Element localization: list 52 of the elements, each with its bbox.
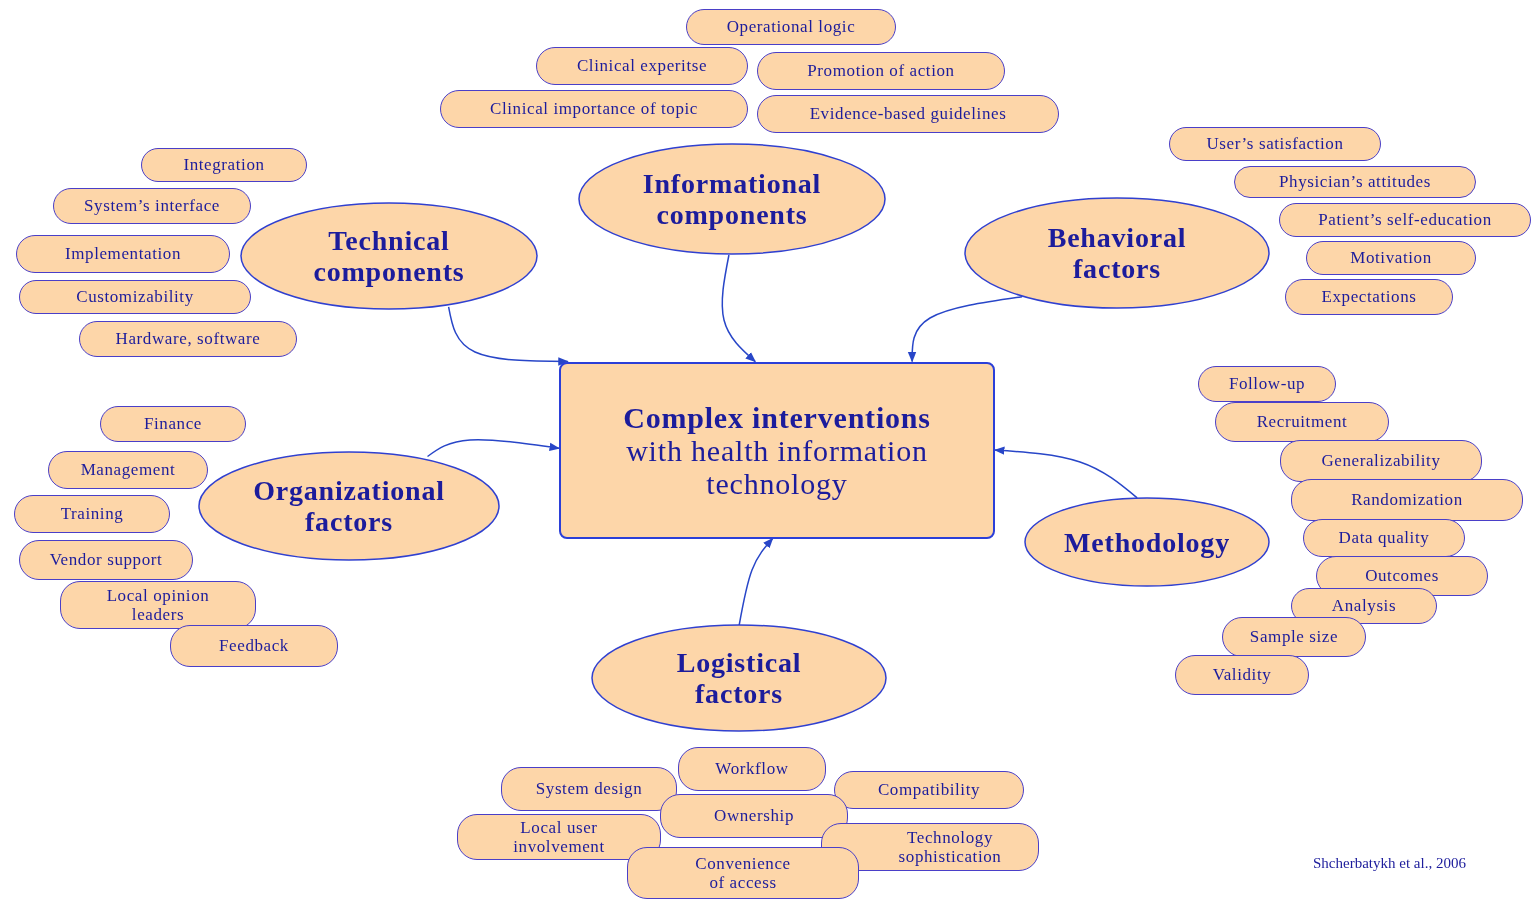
factor-pill: Local opinion leaders [60, 581, 256, 629]
arrow [426, 439, 561, 458]
factor-pill: Compatibility [834, 771, 1024, 809]
factor-pill: Clinical experitse [536, 47, 748, 85]
category-title: Informational components [641, 168, 823, 230]
factor-pill: Local user involvement [457, 814, 661, 860]
arrow [721, 254, 756, 363]
factor-pill: Ownership [660, 794, 848, 838]
category-title: Behavioral factors [1046, 222, 1188, 284]
factor-pill: Management [48, 451, 208, 489]
factor-pill: Promotion of action [757, 52, 1005, 90]
factor-pill: Training [14, 495, 170, 533]
factor-pill: Generalizability [1280, 440, 1482, 482]
factor-pill: Data quality [1303, 519, 1465, 557]
factor-pill: System’s interface [53, 188, 251, 224]
factor-pill: Recruitment [1215, 402, 1389, 442]
category-title: Methodology [1064, 526, 1230, 558]
factor-pill: Randomization [1291, 479, 1523, 521]
citation-note: Shcherbatykh et al., 2006 [1313, 855, 1466, 872]
factor-pill: Analysis [1291, 588, 1437, 624]
factor-pill: Evidence-based guidelines [757, 95, 1059, 133]
factor-pill: Customizability [19, 280, 251, 314]
factor-pill: Follow-up [1198, 366, 1336, 402]
factor-pill: Operational logic [686, 9, 896, 45]
factor-pill: Integration [141, 148, 307, 182]
category-title: Logistical factors [675, 647, 803, 709]
category-title: Organizational factors [252, 475, 446, 537]
factor-pill: Hardware, software [79, 321, 297, 357]
factor-pill: System design [501, 767, 677, 811]
factor-pill: Feedback [170, 625, 338, 667]
factor-pill: Motivation [1306, 241, 1476, 275]
factor-pill: Workflow [678, 747, 826, 791]
category-title: Technical components [312, 225, 466, 287]
factor-pill: Patient’s self-education [1279, 203, 1531, 237]
factor-pill: User’s satisfaction [1169, 127, 1381, 161]
factor-pill: Sample size [1222, 617, 1366, 657]
factor-pill: Physician’s attitudes [1234, 166, 1476, 198]
factor-pill: Expectations [1285, 279, 1453, 315]
central-title: Complex interventions [623, 400, 931, 434]
factor-pill: Vendor support [19, 540, 193, 580]
central-topic-box [559, 361, 995, 539]
factor-pill: Technology sophistication [821, 823, 1039, 871]
factor-pill: Implementation [16, 235, 230, 273]
central-subtitle: with health information technology [626, 433, 929, 500]
factor-pill: Finance [100, 406, 246, 442]
factor-pill: Convenience of access [627, 847, 859, 899]
arrow [907, 295, 1023, 363]
arrow [738, 537, 774, 627]
arrow [993, 446, 1138, 499]
factor-pill: Clinical importance of topic [440, 90, 748, 128]
factor-pill: Validity [1175, 655, 1309, 695]
arrow [447, 306, 569, 366]
